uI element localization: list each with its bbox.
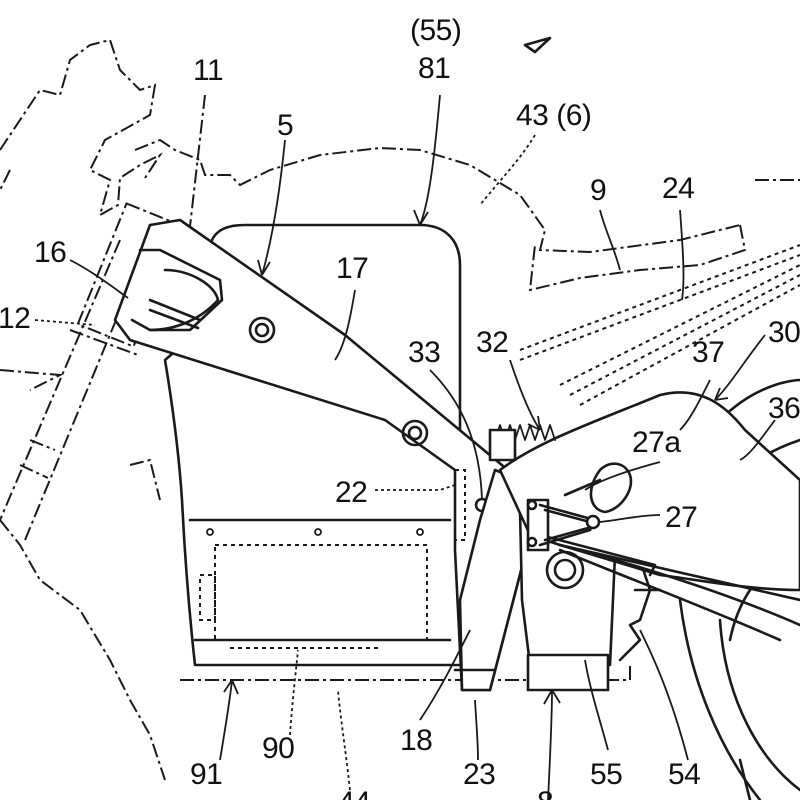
label-12: 12 (0, 302, 30, 335)
label-33: 33 (408, 336, 440, 369)
label-90: 90 (262, 732, 294, 765)
label-32: 32 (476, 326, 508, 359)
label-37: 37 (692, 336, 724, 369)
label-54: 54 (668, 758, 700, 791)
label-27: 27 (665, 501, 697, 534)
label-8: 8 (537, 786, 553, 800)
spring (488, 424, 556, 462)
label-18: 18 (400, 724, 432, 757)
label-5: 5 (277, 109, 293, 142)
front-fork (0, 239, 146, 541)
battery-box (199, 544, 428, 649)
seat-cowl (498, 391, 800, 642)
exhaust-pipes (519, 244, 800, 406)
label-55: 55 (590, 758, 622, 791)
label-27a: 27a (632, 426, 681, 459)
label-44: 44 (338, 786, 370, 800)
reference-numerals: (55) 81 11 5 43 (6) 9 24 16 17 12 33 32 … (0, 14, 800, 800)
label-55-top: (55) (410, 14, 461, 47)
label-9: 9 (590, 174, 606, 207)
linkage (526, 462, 633, 552)
label-81: 81 (418, 52, 450, 85)
label-11: 11 (193, 54, 223, 87)
label-91: 91 (190, 758, 222, 791)
label-36: 36 (768, 392, 800, 425)
label-17: 17 (336, 252, 368, 285)
label-24: 24 (662, 172, 694, 205)
label-43-6: 43 (6) (516, 99, 591, 132)
label-30: 30 (768, 316, 800, 349)
phantom-outline (0, 38, 800, 781)
label-23: 23 (463, 758, 495, 791)
leader-lines (34, 36, 776, 800)
label-16: 16 (34, 236, 66, 269)
label-22: 22 (335, 476, 367, 509)
